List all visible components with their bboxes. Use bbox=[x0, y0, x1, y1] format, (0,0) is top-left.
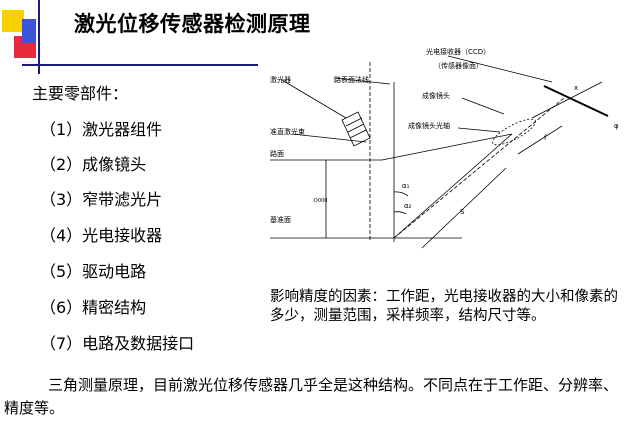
leader-laser bbox=[281, 79, 347, 119]
decor-yellow-square bbox=[2, 10, 24, 32]
label-x: x bbox=[574, 84, 578, 92]
ccd-sensor-line bbox=[543, 85, 609, 117]
label-lens: 成像镜头 bbox=[422, 91, 450, 100]
part-item: （2）成像镜头 bbox=[40, 155, 147, 174]
label-reference: 基准面 bbox=[270, 215, 291, 224]
leader-lens bbox=[461, 97, 505, 115]
imaging-ray bbox=[393, 133, 513, 239]
leader-lens-axis bbox=[457, 127, 501, 133]
parts-heading: 主要零部件： bbox=[32, 84, 129, 103]
label-surface-normal: 路表面法线 bbox=[334, 75, 369, 84]
part-item: （6）精密结构 bbox=[40, 298, 147, 317]
label-phi: φ bbox=[614, 122, 619, 130]
leader-ccd bbox=[447, 55, 553, 83]
part-item: （3）窄带滤光片 bbox=[40, 190, 163, 209]
slide-title: 激光位移传感器检测原理 bbox=[74, 12, 311, 36]
lens-shape bbox=[492, 118, 536, 146]
label-receiver: 光电接收器（CCD） bbox=[426, 47, 490, 56]
alpha1-arc bbox=[393, 191, 409, 197]
decor-vertical-rule bbox=[38, 0, 40, 74]
imaging-ray-2 bbox=[381, 133, 513, 161]
laser-housing bbox=[341, 111, 371, 147]
label-dist: D000 bbox=[314, 198, 327, 204]
part-item: （7）电路及数据接口 bbox=[40, 334, 195, 353]
lens-axis-line bbox=[393, 97, 565, 239]
leader-beam bbox=[291, 133, 367, 143]
precision-factors-text: 影响精度的因素：工作距，光电接收器的大小和像素的多少，测量范围，采样频率，结构尺… bbox=[270, 289, 618, 324]
dimension-s-line bbox=[421, 167, 507, 249]
label-s: S bbox=[460, 208, 465, 216]
label-alpha1: α₁ bbox=[402, 182, 410, 190]
part-item: （5）驱动电路 bbox=[40, 262, 147, 281]
dimension-f-line bbox=[517, 125, 563, 155]
ccd-ray bbox=[531, 81, 603, 119]
label-vertical-beam: 准直激光束 bbox=[270, 127, 305, 136]
decor-horizontal-rule bbox=[22, 64, 258, 66]
footer-text: 三角测量原理，目前激光位移传感器几乎全是这种结构。不同点在于工作距、分辨率、精度… bbox=[4, 376, 619, 417]
part-item: （1）激光器组件 bbox=[40, 120, 163, 139]
part-item: （4）光电接收器 bbox=[40, 226, 163, 245]
label-f: f bbox=[544, 134, 547, 142]
alpha2-arc bbox=[393, 211, 407, 215]
label-lens-axis: 成像镜头光轴 bbox=[408, 121, 450, 130]
decor-blue-square bbox=[22, 19, 36, 43]
label-alpha2: α₂ bbox=[404, 202, 412, 210]
leader-normal bbox=[333, 77, 391, 85]
label-receiver-sub: （传感器像面） bbox=[434, 61, 483, 70]
label-laser: 激光器 bbox=[270, 75, 291, 84]
triangulation-diagram: 光电接收器（CCD） （传感器像面） 激光器 路表面法线 成像镜头 成像镜头光轴… bbox=[270, 47, 619, 249]
label-road: 路面 bbox=[270, 149, 284, 158]
